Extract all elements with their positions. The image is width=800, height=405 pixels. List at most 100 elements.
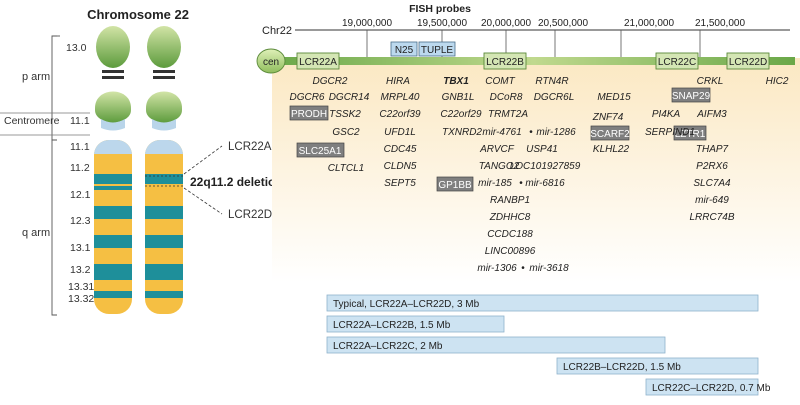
gene: TSSK2 [329,109,361,120]
fish-title: FISH probes [409,3,471,15]
lcr22d-block: LCR22D [729,57,767,68]
gene: DGCR6L [534,92,575,103]
gene: DGCR14 [329,92,370,103]
deletion-label: 22q11.2 deletion [190,175,283,189]
gene: RANBP1 [490,195,530,206]
gene: ZNF74 [592,112,624,123]
tick-label: 21,500,000 [695,18,745,29]
gene: THAP7 [696,144,729,155]
gene: UFD1L [384,127,416,138]
gene: mir-185 [478,178,512,189]
q-arm-label: q arm [22,227,50,239]
svg-text:•: • [529,127,533,138]
tick-label: 19,000,000 [342,18,392,29]
gene-tbx1: TBX1 [443,76,469,87]
gene: LINC00896 [485,246,536,257]
gene: GSC2 [332,127,360,138]
ideogram-title: Chromosome 22 [87,7,189,22]
gene: GNB1L [442,92,475,103]
lcr-blocks: LCR22A LCR22B LCR22C LCR22D [296,52,770,70]
probe-snap29: SNAP29 [672,91,711,102]
gene: P2RX6 [696,161,728,172]
q-arm-bracket [51,139,57,316]
gene: TRMT2A [488,109,528,120]
chr-label: Chr22 [262,25,292,37]
deletion-bars: Typical, LCR22A–LCR22D, 3 Mb LCR22A–LCR2… [326,294,771,396]
deletion-typical: Typical, LCR22A–LCR22D, 3 Mb [333,299,480,310]
band-11-1-q: 11.1 [70,141,90,153]
tick-label: 20,500,000 [538,18,588,29]
gene: SLC7A4 [693,178,731,189]
tick-label: 19,500,000 [417,18,467,29]
band-13-2: 13.2 [70,264,91,276]
gene: RTN4R [535,76,568,87]
callout-lcr22a: LCR22A [228,141,272,153]
probe-lztr1: LZTR1 [675,129,706,140]
band-13-0: 13.0 [66,42,87,54]
band-11-1-p: 11.1 [70,115,90,127]
svg-text:•: • [519,178,523,189]
probe-slc25a1: SLC25A1 [299,146,342,157]
centromere-marker [256,48,286,74]
gene: SEPT5 [384,178,416,189]
band-12-1: 12.1 [70,189,91,201]
gene: CLDN5 [384,161,417,172]
gene: AIFM3 [696,109,727,120]
gene: USP41 [526,144,558,155]
probe-gp1bb: GP1BB [438,180,472,191]
gray-probes: PRODH SLC25A1 GP1BB SCARF2 SNAP29 LZTR1 [289,87,711,192]
gene: C22orf39 [379,109,421,120]
tick-label: 20,000,000 [481,18,531,29]
lcr22b-block: LCR22B [486,57,524,68]
gene: mir-6816 [525,178,565,189]
gene: COMT [485,76,515,87]
gene-panel [272,58,800,282]
p-arm-label: p arm [22,71,50,83]
gene: CCDC188 [487,229,533,240]
gene: HIC2 [766,76,789,87]
svg-text:cen: cen [263,57,279,68]
gene: MRPL40 [381,92,420,103]
probe-scarf2: SCARF2 [590,129,630,140]
chromosome-left [94,26,132,314]
deletion-a-b: LCR22A–LCR22B, 1.5 Mb [333,320,451,331]
chromosome-bar [272,57,795,65]
gene: PI4KA [652,109,681,120]
deletion-a-c: LCR22A–LCR22C, 2 Mb [333,341,443,352]
probe-prodh: PRODH [291,109,327,120]
deletion-c-d: LCR22C–LCR22D, 0.7 Mb [652,383,771,394]
axis-ticks: 19,000,000 19,500,000 20,000,000 20,500,… [342,18,745,60]
gene-labels: DGCR2 DGCR6 DGCR14 TSSK2 GSC2 CLTCL1 HIR… [289,76,788,274]
gene: mir-1306 [477,263,517,274]
gene: ARVCF [479,144,515,155]
svg-text:N25: N25 [395,45,414,56]
gene: HIRA [386,76,410,87]
gene: DGCR2 [312,76,347,87]
gene: KLHL22 [593,144,630,155]
lcr22c-block: LCR22C [658,57,696,68]
gene: TXNRD2 [442,127,482,138]
lcr22a-block: LCR22A [299,57,337,68]
gene: mir-4761 [482,127,521,138]
tick-label: 21,000,000 [624,18,674,29]
band-13-1: 13.1 [70,242,91,254]
band-13-32: 13.32 [68,293,94,305]
gene: CRKL [697,76,724,87]
svg-text:TUPLE: TUPLE [421,45,454,56]
gene: TANGO2 [479,161,520,172]
gene: mir-1286 [536,127,576,138]
band-13-31: 13.31 [68,281,94,293]
centromere-label: Centromere [4,115,60,127]
gene: CLTCL1 [328,163,365,174]
band-12-3: 12.3 [70,215,91,227]
probe-tuple [418,41,456,57]
deletion-b-d: LCR22B–LCR22D, 1.5 Mb [563,362,681,373]
gene: LRRC74B [689,212,734,223]
gene: SERPIND1 [645,127,695,138]
svg-text:•: • [521,263,525,274]
gene: CDC45 [384,144,417,155]
gene: C22orf29 [440,109,482,120]
gene: ZDHHC8 [489,212,531,223]
gene: MED15 [597,92,631,103]
